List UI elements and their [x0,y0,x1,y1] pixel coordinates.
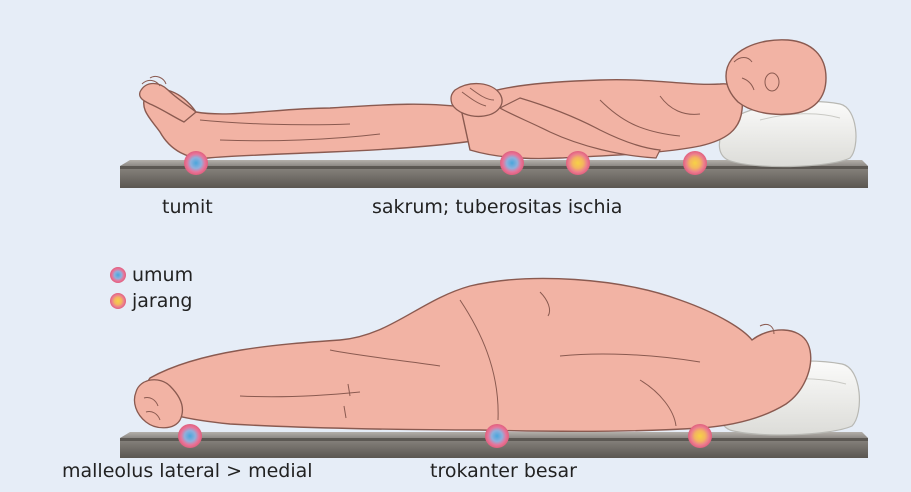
label-tumit: tumit [162,198,213,217]
common-pressure-marker-icon [500,151,524,175]
common-pressure-marker-icon [184,151,208,175]
supine-legs [144,89,480,158]
common-pressure-marker-icon [485,424,509,448]
supine-hands [451,84,502,117]
legend-common-label: umum [132,266,193,285]
legend-common-marker-icon [110,267,126,283]
rare-pressure-marker-icon [683,151,707,175]
legend-rare-label: jarang [132,292,192,311]
bed-surface-front [120,166,868,188]
label-malleolus: malleolus lateral > medial [62,462,313,481]
lateral-body [146,278,811,431]
legend-rare-marker-icon [110,293,126,309]
label-trokanter: trokanter besar [430,462,577,481]
supine-head [726,40,826,115]
rare-pressure-marker-icon [688,424,712,448]
common-pressure-marker-icon [178,424,202,448]
rare-pressure-marker-icon [566,151,590,175]
supine-scene [120,40,868,188]
label-sakrum: sakrum; tuberositas ischia [372,198,622,217]
